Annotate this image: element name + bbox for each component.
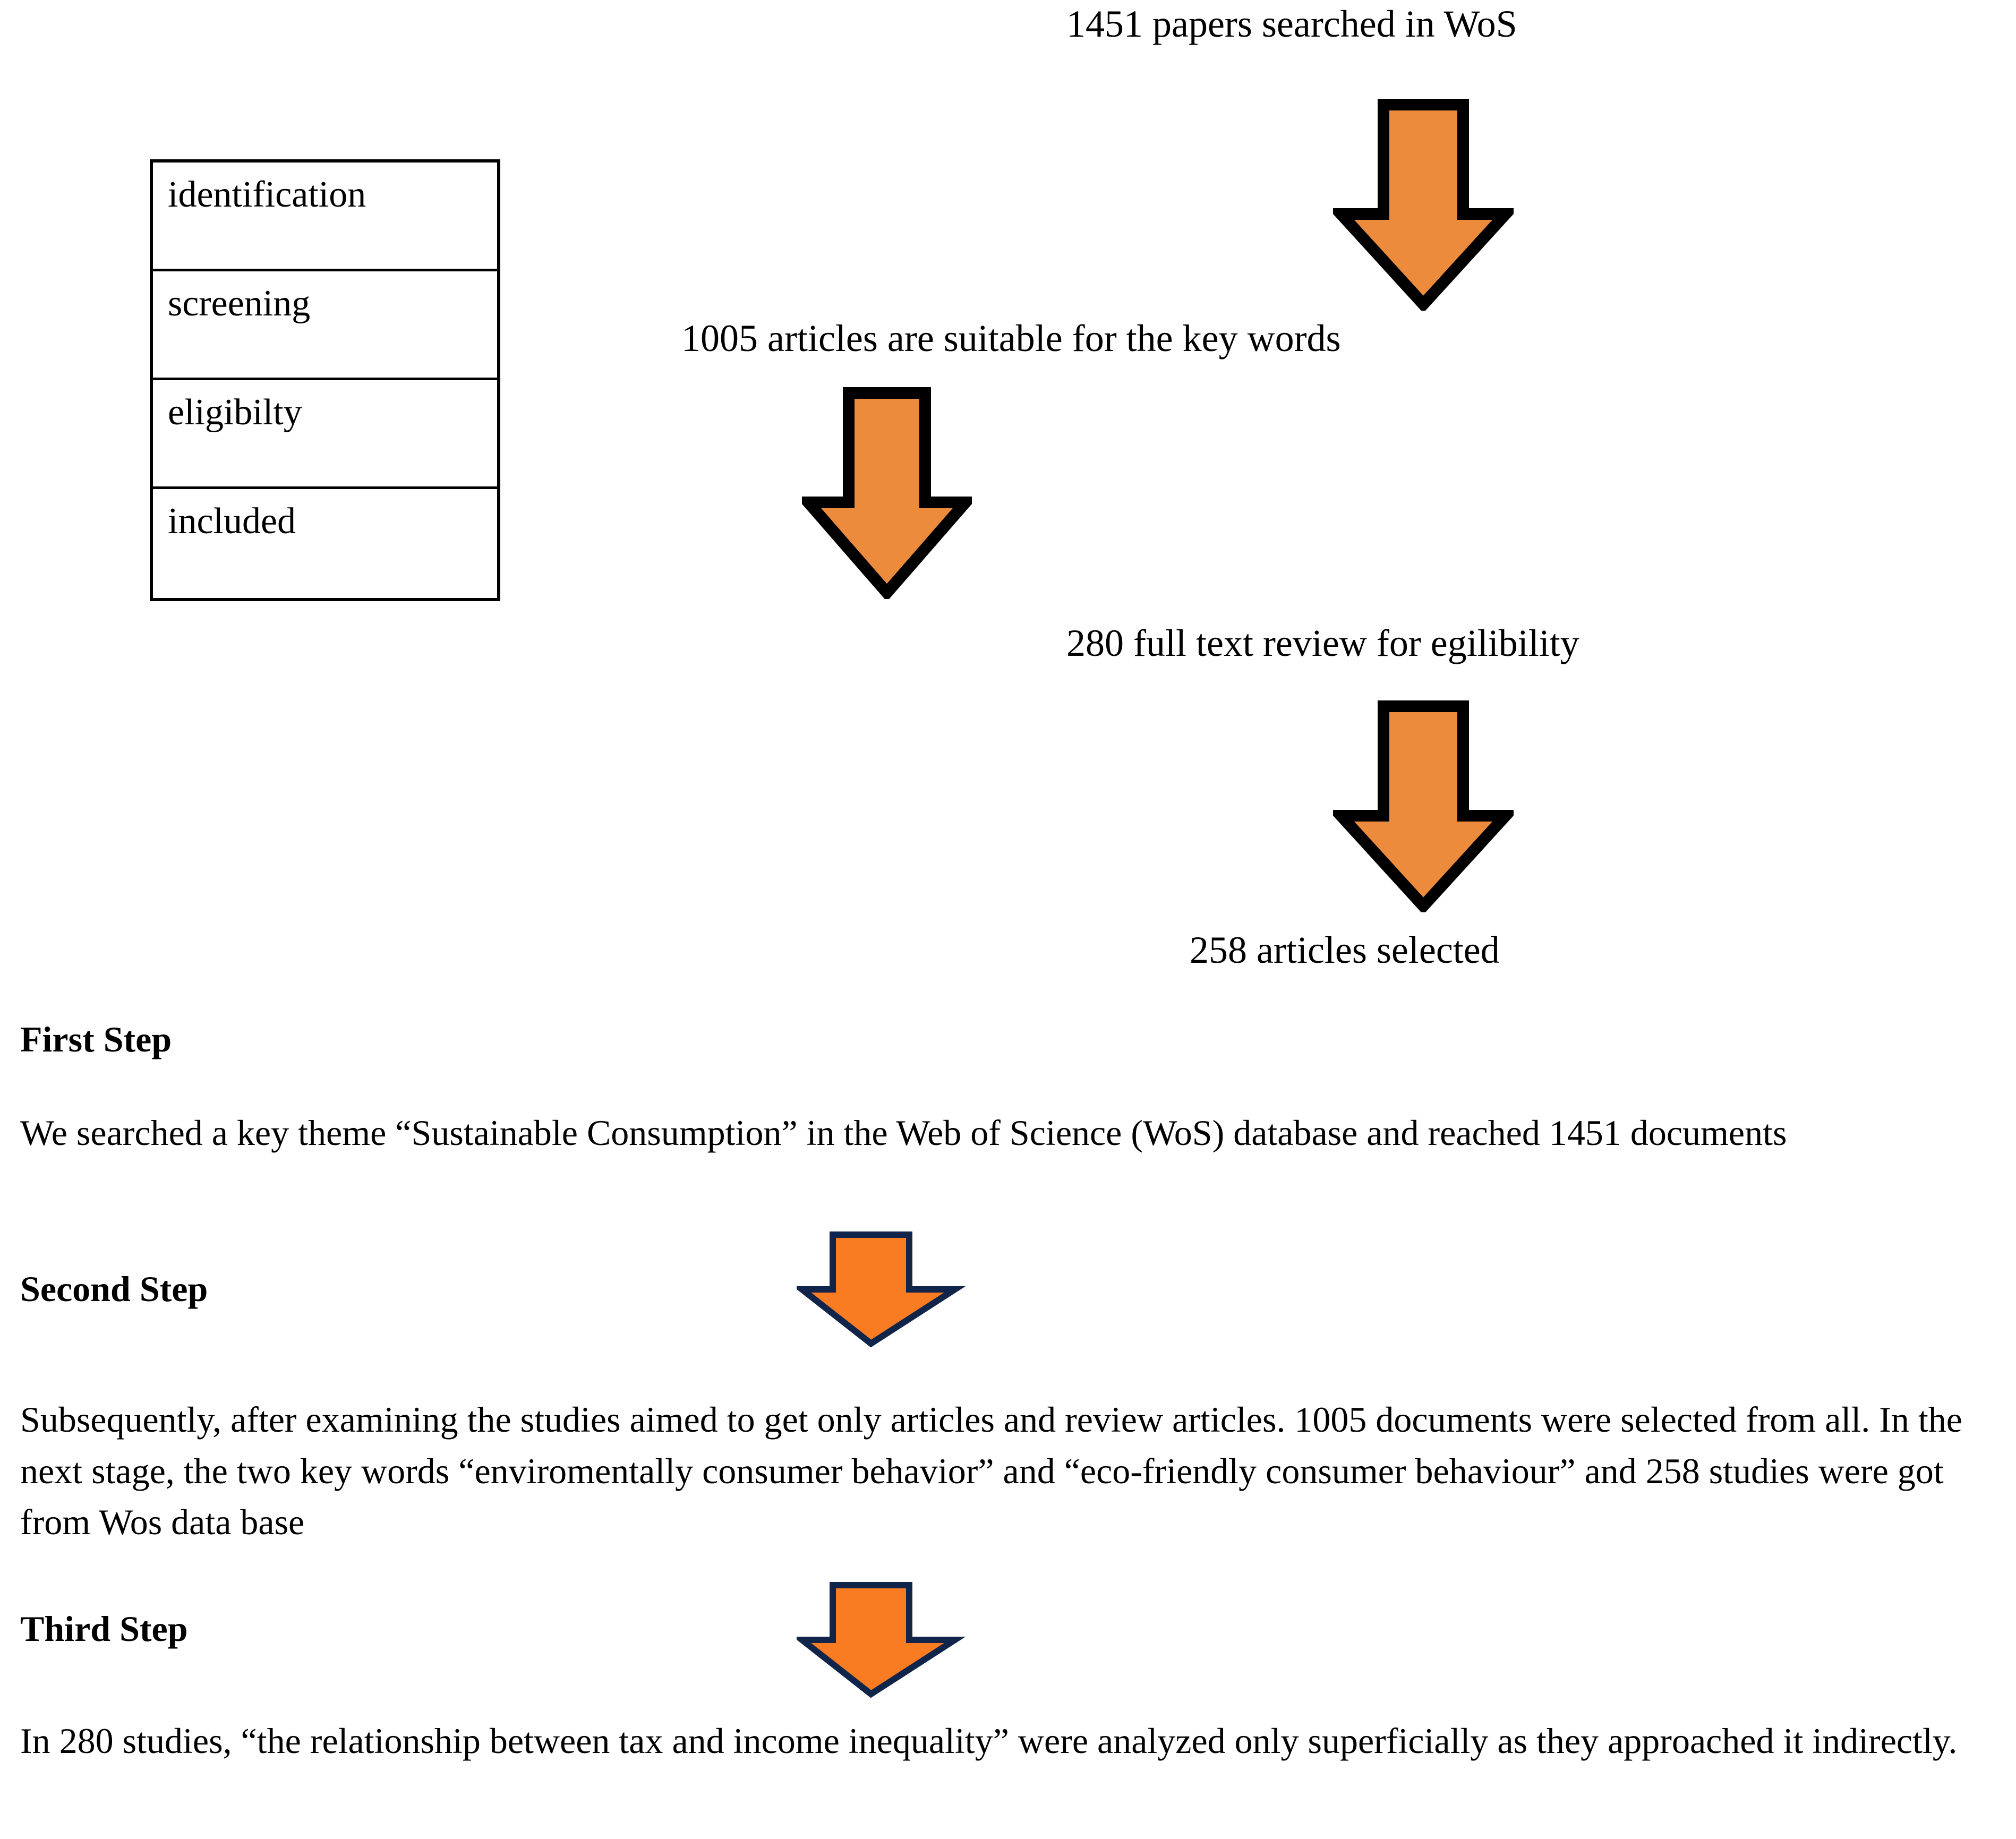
table-row: eligibilty bbox=[153, 380, 497, 489]
stage-label-identification: identification bbox=[168, 174, 366, 215]
table-row: screening bbox=[153, 271, 497, 380]
flow-label-full-text-review: 280 full text review for egilibility bbox=[1066, 622, 1579, 664]
step-heading-third: Third Step bbox=[20, 1609, 188, 1649]
stage-label-screening: screening bbox=[168, 283, 311, 324]
table-row: identification bbox=[153, 162, 497, 271]
stage-table: identification screening eligibilty incl… bbox=[150, 159, 500, 601]
step-body-first: We searched a key theme “Sustainable Con… bbox=[20, 1113, 1787, 1153]
stage-label-included: included bbox=[168, 501, 296, 542]
step-heading-second: Second Step bbox=[20, 1269, 208, 1309]
down-arrow-icon bbox=[1333, 98, 1514, 311]
step-heading-first: First Step bbox=[20, 1019, 172, 1059]
step-body-third: In 280 studies, “the relationship betwee… bbox=[20, 1721, 1958, 1761]
flow-label-articles-suitable: 1005 articles are suitable for the key w… bbox=[681, 317, 1341, 360]
down-arrow-icon bbox=[797, 1211, 967, 1370]
table-row: included bbox=[153, 489, 497, 598]
stage-label-eligibilty: eligibilty bbox=[168, 392, 302, 433]
down-arrow-icon bbox=[802, 387, 972, 599]
down-arrow-icon bbox=[1333, 700, 1514, 912]
flow-label-articles-selected: 258 articles selected bbox=[1190, 929, 1500, 971]
down-arrow-icon bbox=[797, 1572, 967, 1731]
step-body-second: Subsequently, after examining the studie… bbox=[20, 1399, 1962, 1543]
flow-label-papers-searched: 1451 papers searched in WoS bbox=[1066, 3, 1517, 45]
